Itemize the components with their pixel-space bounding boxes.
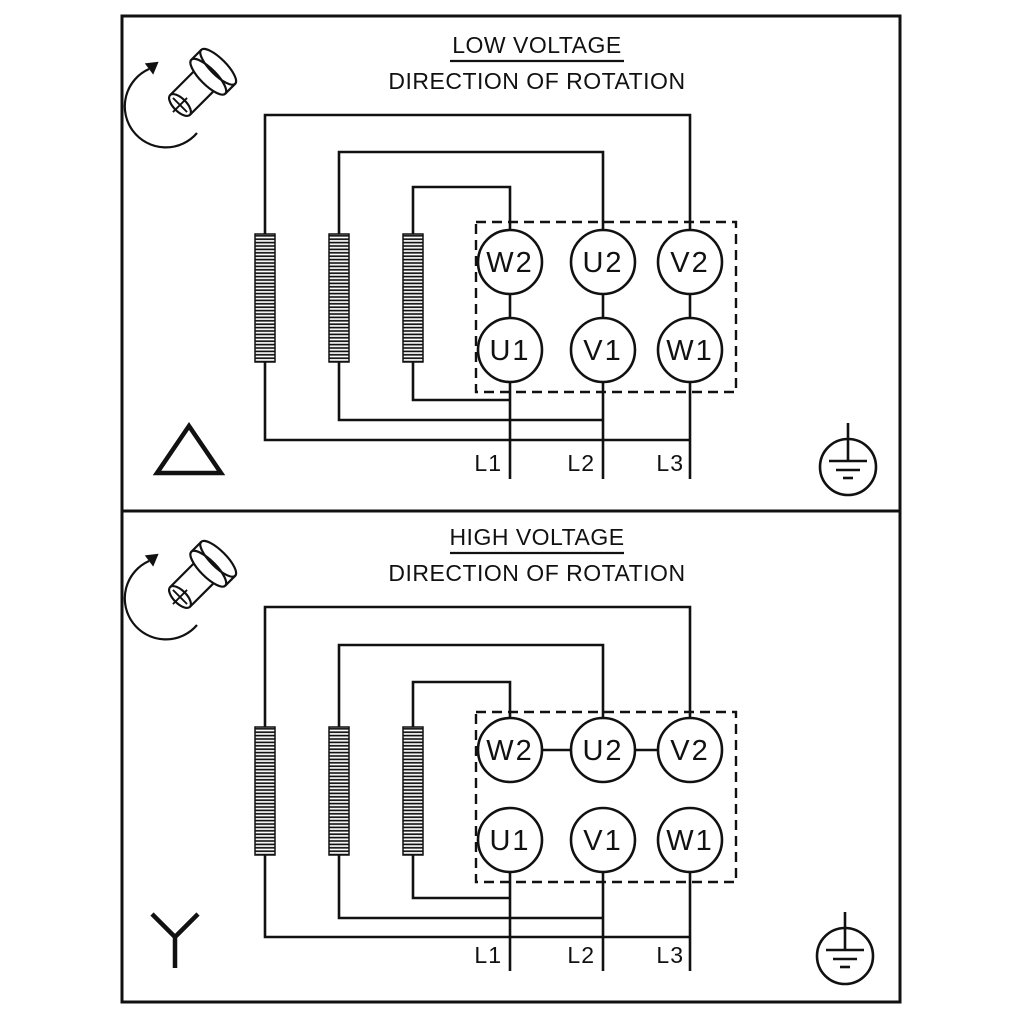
- panel-title: LOW VOLTAGE: [452, 32, 622, 58]
- winding-coil-1: [254, 233, 276, 363]
- wire: [411, 680, 512, 727]
- ground-icon: [815, 912, 875, 986]
- supply-line-L2-label: L2: [567, 942, 595, 968]
- shaft-icon: [123, 539, 238, 641]
- terminal-W2: [476, 716, 544, 784]
- terminal-U2: [569, 228, 637, 296]
- terminal-W1-label: W1: [666, 335, 714, 367]
- terminal-W2: [476, 228, 544, 296]
- winding-coil-3: [402, 726, 424, 856]
- wire: [411, 855, 510, 900]
- wire: [337, 643, 605, 727]
- terminal-V2: [656, 228, 724, 296]
- terminal-U1-label: U1: [489, 825, 530, 857]
- winding-coil-1: [254, 726, 276, 856]
- terminal-box: [474, 220, 738, 394]
- wire: [337, 362, 603, 422]
- terminal-V1: [569, 806, 637, 874]
- wire: [263, 605, 692, 727]
- supply-line-L2-label: L2: [567, 450, 595, 476]
- wire: [411, 362, 510, 402]
- outer-border: [120, 14, 902, 1004]
- terminal-V1-label: V1: [583, 825, 622, 857]
- terminal-W1: [656, 316, 724, 384]
- terminal-U2: [569, 716, 637, 784]
- rotation-arrowhead-icon: [144, 553, 159, 567]
- star-connection-icon: [150, 912, 200, 968]
- terminal-W2-label: W2: [486, 735, 534, 767]
- terminal-W2-label: W2: [486, 247, 534, 279]
- rotation-arrow-icon: [123, 559, 198, 641]
- rotation-arrowhead-icon: [144, 61, 159, 75]
- terminal-W1: [656, 806, 724, 874]
- supply-line-L1-label: L1: [474, 942, 502, 968]
- panel-title: HIGH VOLTAGE: [449, 524, 624, 550]
- terminal-V2-label: V2: [670, 735, 709, 767]
- terminal-V1-label: V1: [583, 335, 622, 367]
- delta-connection-icon: [152, 422, 226, 476]
- terminal-V2-label: V2: [670, 247, 709, 279]
- panel-high-voltage: HIGH VOLTAGE DIRECTION OF ROTATION: [123, 524, 875, 986]
- supply-line-L3-label: L3: [656, 942, 684, 968]
- wire: [411, 185, 512, 234]
- winding-coil-2: [328, 233, 350, 363]
- winding-coil-3: [402, 233, 424, 363]
- supply-line-L3-label: L3: [656, 450, 684, 476]
- wire: [337, 150, 605, 234]
- terminal-U2-label: U2: [582, 247, 623, 279]
- panel-subtitle: DIRECTION OF ROTATION: [388, 68, 685, 94]
- panel-subtitle: DIRECTION OF ROTATION: [388, 560, 685, 586]
- terminal-U1-label: U1: [489, 335, 530, 367]
- panel-low-voltage: LOW VOLTAGE DIRECTION OF ROTATION: [123, 32, 878, 497]
- supply-line-L1-label: L1: [474, 450, 502, 476]
- winding-coil-2: [328, 726, 350, 856]
- shaft-icon: [123, 47, 238, 149]
- terminal-U1: [476, 806, 544, 874]
- ground-icon: [818, 423, 878, 497]
- wire: [263, 362, 690, 442]
- terminal-V1: [569, 316, 637, 384]
- wire: [263, 113, 692, 234]
- terminal-W1-label: W1: [666, 825, 714, 857]
- terminal-box: [474, 710, 738, 884]
- terminal-U1: [476, 316, 544, 384]
- terminal-U2-label: U2: [582, 735, 623, 767]
- wire: [337, 855, 603, 920]
- terminal-V2: [656, 716, 724, 784]
- rotation-arrow-icon: [123, 67, 198, 149]
- wire: [263, 855, 690, 939]
